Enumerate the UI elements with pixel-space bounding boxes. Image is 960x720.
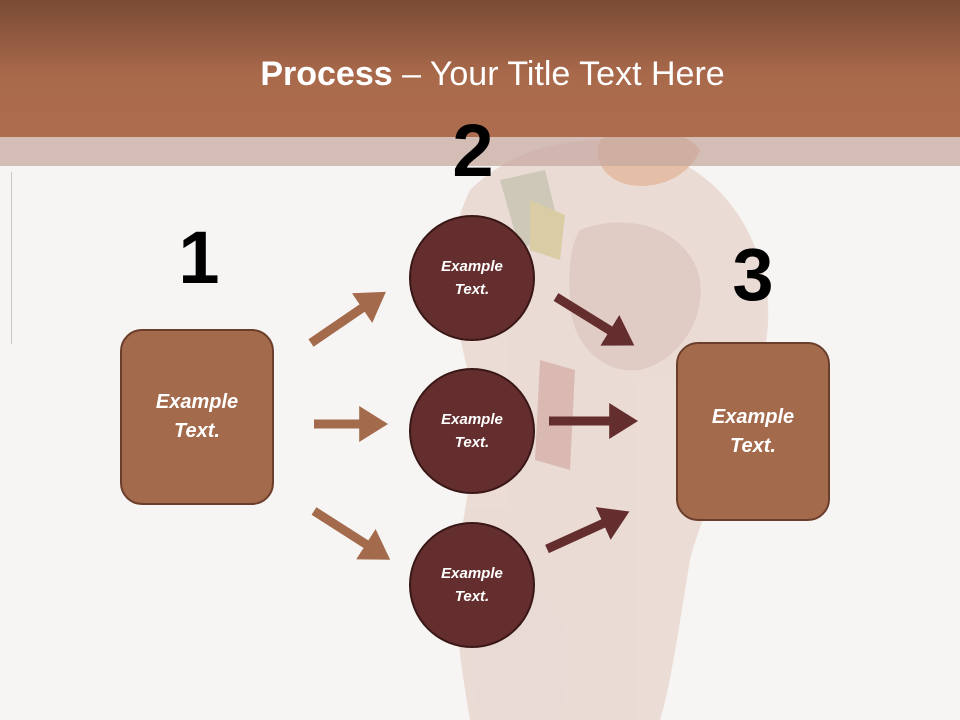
header-sub-band (0, 137, 960, 166)
right-process-box: Example Text. (676, 342, 830, 521)
step-number-2: 2 (452, 109, 494, 192)
circle-middle-line2: Text. (454, 434, 490, 451)
process-circle-top: Example Text. (409, 215, 535, 341)
divider-line (11, 172, 12, 344)
header-band (0, 0, 960, 137)
arrow-left-down (311, 507, 391, 560)
circle-top-line1: Example (441, 258, 503, 275)
circle-top-line2: Text. (454, 281, 490, 298)
right-box-line2: Text. (730, 434, 776, 457)
circle-bottom-line2: Text. (454, 588, 490, 605)
step-number-3: 3 (732, 233, 774, 316)
process-circle-middle: Example Text. (409, 368, 535, 494)
arrow-right-up (545, 507, 630, 554)
left-box-line2: Text. (174, 420, 220, 442)
arrow-right-down (553, 293, 635, 346)
title-rest: – Your Title Text Here (392, 55, 725, 93)
left-process-box: Example Text. (120, 329, 274, 505)
circle-bottom-line1: Example (441, 565, 503, 582)
slide-title: Process – Your Title Text Here (0, 52, 960, 96)
arrow-left-up (308, 291, 386, 347)
left-box-line1: Example (155, 391, 239, 413)
step-number-1: 1 (178, 216, 220, 299)
circle-middle-line1: Example (441, 411, 503, 428)
process-circle-bottom: Example Text. (409, 522, 535, 648)
title-bold: Process (260, 55, 393, 93)
right-box-line1: Example (711, 405, 795, 428)
